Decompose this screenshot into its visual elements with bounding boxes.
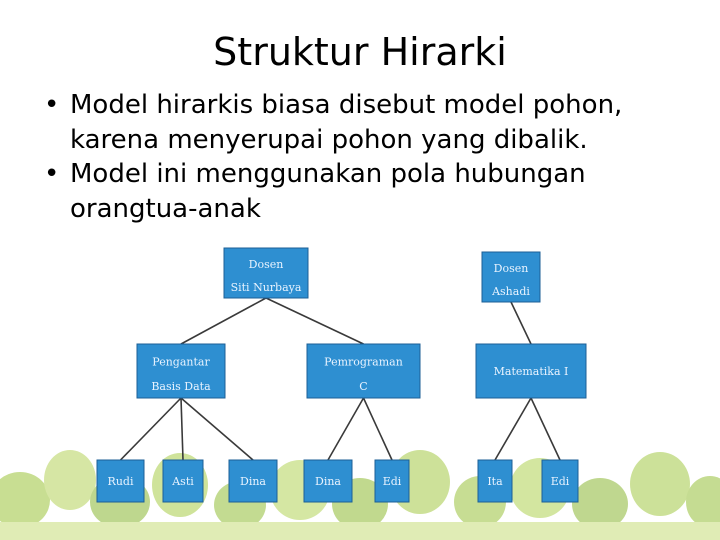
node-label: Dina <box>240 475 266 488</box>
node-label: Pengantar <box>152 355 210 368</box>
tree-edge <box>181 298 266 344</box>
node-label: Pemrograman <box>324 355 403 368</box>
node-label: Dina <box>315 475 341 488</box>
tree-edge <box>511 302 531 344</box>
tree-edge <box>531 398 560 460</box>
tree-node-m2: Asti <box>163 460 203 502</box>
node-label: Ita <box>487 475 503 488</box>
tree-edge <box>266 298 364 344</box>
tree-node-m1: Rudi <box>97 460 144 502</box>
tree-node-m4: Dina <box>304 460 352 502</box>
node-label: Ashadi <box>491 285 530 298</box>
tree-node-m6: Ita <box>478 460 512 502</box>
tree-edge <box>181 398 253 460</box>
node-label: Matematika I <box>494 365 569 378</box>
node-label: Rudi <box>108 475 134 488</box>
node-label: Basis Data <box>151 380 211 393</box>
node-label: Edi <box>383 475 402 488</box>
tree-edge <box>364 398 393 460</box>
node-label: C <box>359 380 367 393</box>
node-label: Siti Nurbaya <box>231 281 302 294</box>
tree-edge <box>495 398 531 460</box>
node-label: Dosen <box>494 262 529 275</box>
tree-node-mk3: Matematika I <box>476 344 586 398</box>
node-label: Edi <box>551 475 570 488</box>
tree-edge <box>328 398 364 460</box>
tree-edge <box>121 398 182 460</box>
tree-node-m5: Edi <box>375 460 409 502</box>
tree-node-m3: Dina <box>229 460 277 502</box>
node-label: Asti <box>171 475 194 488</box>
tree-edge <box>181 398 183 460</box>
tree-node-m7: Edi <box>542 460 578 502</box>
node-label: Dosen <box>249 258 284 271</box>
